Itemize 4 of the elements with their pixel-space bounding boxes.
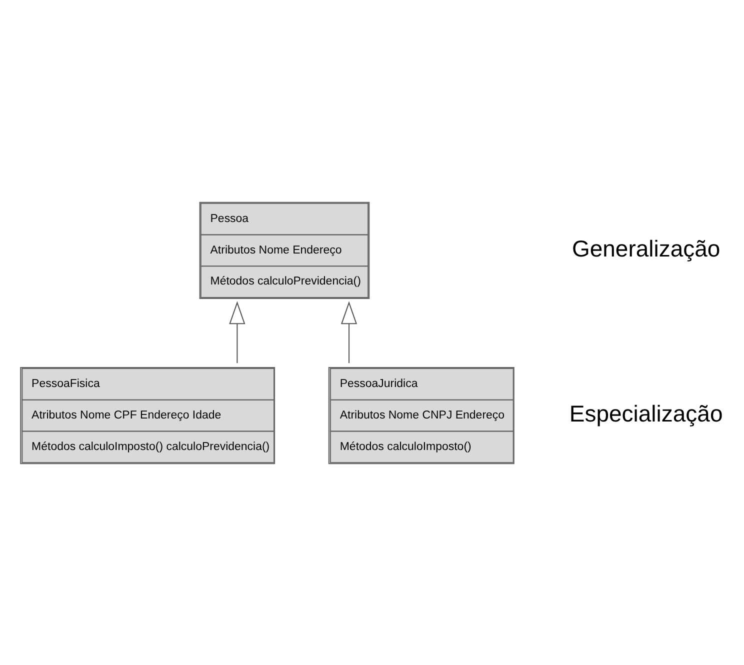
label: Especialização <box>569 400 723 426</box>
arrow <box>229 300 246 363</box>
label: Generalização <box>572 234 720 261</box>
arrow <box>340 300 358 363</box>
